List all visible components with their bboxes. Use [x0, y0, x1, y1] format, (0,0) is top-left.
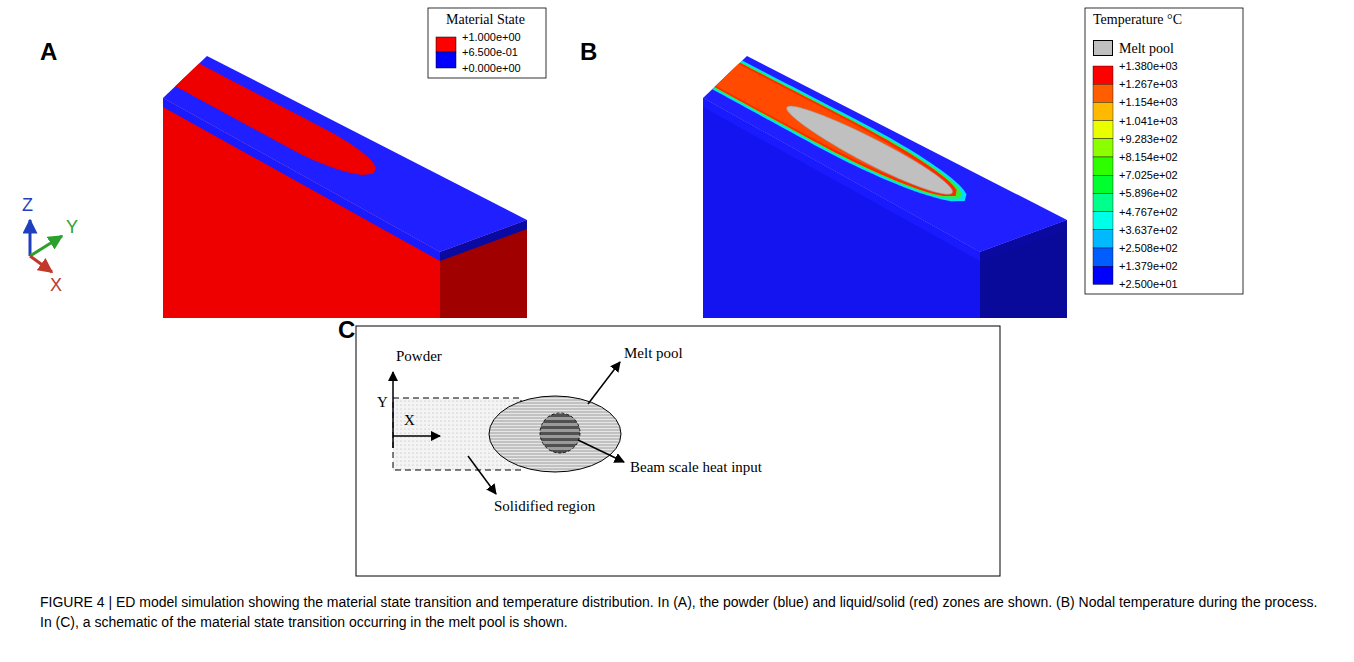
top-face	[163, 56, 527, 252]
axis-triad	[30, 220, 62, 272]
color-band	[1093, 139, 1113, 157]
heat-edge	[714, 62, 962, 199]
text-label: Powder	[396, 348, 442, 365]
block-model	[703, 56, 1067, 318]
text-label: Z	[22, 196, 33, 216]
text-label: Solidified region	[494, 498, 595, 515]
text-label: Y	[377, 394, 388, 411]
text-label: Temperature °C	[1093, 12, 1182, 27]
panel-label: C	[338, 317, 355, 343]
melt-pool	[787, 106, 953, 194]
text-label: +8.154e+02	[1119, 151, 1178, 163]
schematic-panel	[356, 326, 1000, 576]
text-label: +1.267e+03	[1119, 78, 1178, 90]
figure-caption: FIGURE 4 | ED model simulation showing t…	[40, 592, 1320, 633]
color-band	[1093, 175, 1113, 193]
text-label: +6.500e-01	[462, 46, 518, 58]
text-label: +9.283e+02	[1119, 133, 1178, 145]
color-band	[1093, 121, 1113, 139]
text-label: +3.637e+02	[1119, 224, 1178, 236]
color-band	[1093, 102, 1113, 120]
text-label: Beam scale heat input	[630, 459, 762, 476]
text-label: +2.508e+02	[1119, 242, 1178, 254]
panel-label: A	[40, 39, 57, 65]
melt-track	[175, 64, 376, 175]
text-label: Y	[66, 218, 78, 238]
text-label: +1.380e+03	[1119, 60, 1178, 72]
text-label: Material State	[446, 12, 525, 27]
color-band	[1093, 84, 1113, 102]
text-label: +0.000e+00	[462, 62, 521, 74]
hot-track	[714, 63, 956, 196]
text-label: Melt pool	[624, 345, 683, 362]
text-label: +1.000e+00	[462, 31, 521, 43]
color-band	[1093, 266, 1113, 284]
color-band	[1093, 248, 1113, 266]
text-label: +5.896e+02	[1119, 187, 1178, 199]
color-band	[1093, 212, 1113, 230]
material-state-colorbar	[428, 8, 546, 78]
color-band	[1093, 230, 1113, 248]
text-label: +4.767e+02	[1119, 206, 1178, 218]
text-label: X	[50, 276, 62, 296]
block-model	[163, 56, 527, 318]
color-band	[1093, 193, 1113, 211]
panel-label: B	[580, 39, 597, 65]
text-label: +7.025e+02	[1119, 169, 1178, 181]
temperature-colorbar	[1085, 8, 1243, 294]
legend-text: Melt pool	[1119, 41, 1174, 56]
text-label: +1.379e+02	[1119, 260, 1178, 272]
legend-swatch	[1093, 40, 1113, 56]
color-band	[1093, 157, 1113, 175]
color-band	[1093, 66, 1113, 84]
heat-edge	[712, 61, 966, 202]
text-label: +1.154e+03	[1119, 96, 1178, 108]
text-label: +2.500e+01	[1119, 278, 1178, 290]
text-label: +1.041e+03	[1119, 115, 1178, 127]
text-label: X	[404, 412, 415, 429]
top-face	[703, 56, 1067, 252]
